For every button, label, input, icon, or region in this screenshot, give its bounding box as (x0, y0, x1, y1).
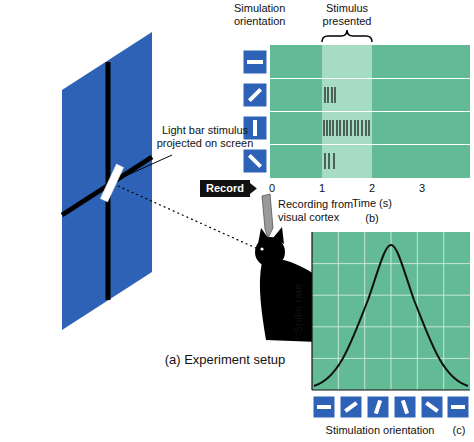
tick-label: 0 (262, 182, 282, 195)
orientation-icons (313, 396, 469, 418)
column-heading: Simulation orientation (234, 2, 294, 28)
tick-label: 2 (362, 182, 382, 195)
raster-panel (270, 45, 470, 178)
axis-title: Stimulation orientation (310, 424, 450, 437)
x-axis (312, 389, 470, 390)
panel-caption: (b) (352, 212, 392, 225)
record-box: Record (200, 180, 250, 197)
grid-lines (312, 232, 470, 390)
spike-marks (324, 87, 369, 169)
tick-label: 1 (312, 182, 332, 195)
node-text: Record (206, 182, 244, 194)
callout-label: Light bar stimulus projected on screen (150, 124, 260, 150)
projection-screen (62, 32, 152, 330)
axis-title: Spike rate (292, 279, 305, 339)
orientation-icons (243, 50, 267, 173)
tuning-panel (312, 232, 470, 390)
tick-label: 3 (412, 182, 432, 195)
row-separators (270, 79, 470, 145)
axis-title: Time (s) (332, 197, 412, 210)
screen-crosshair (62, 157, 152, 215)
panel-caption: (c) (446, 424, 472, 437)
y-axis (311, 232, 312, 390)
leader-line (121, 155, 172, 178)
band-heading: Stimulus presented (312, 2, 382, 28)
light-bar (100, 164, 123, 202)
panel-caption: (a) Experiment setup (140, 352, 310, 368)
electrode (262, 194, 273, 238)
tuning-curve (314, 245, 468, 386)
callout-label: Recording from visual cortex (278, 198, 360, 224)
record-pointer (250, 183, 257, 194)
brace (322, 30, 372, 42)
